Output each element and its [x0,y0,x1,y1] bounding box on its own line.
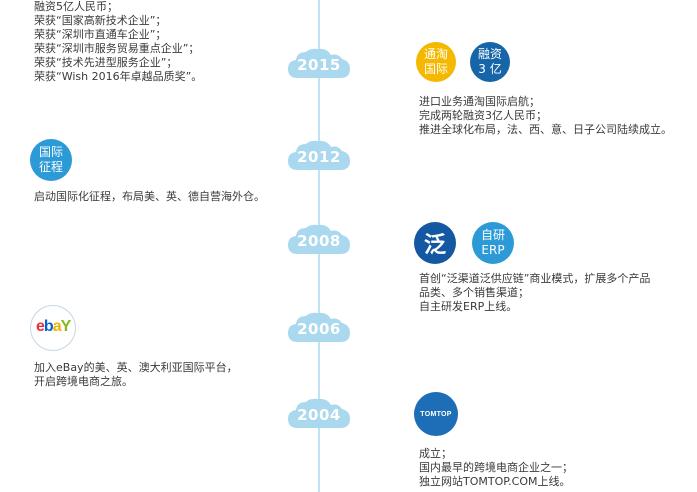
text-2008: 首创“泛渠道泛供应链”商业模式，扩展多个产品 品类、多个销售渠道； 自主研发ER… [419,272,651,313]
top-line: 荣获“深圳市服务贸易重点企业”； [34,42,200,55]
top-line: 荣获“Wish 2016年卓越品质奖”。 [34,70,203,83]
text-2006: 加入eBay的美、英、澳大利亚国际平台， 开启跨境电商之旅。 [34,361,238,388]
year-label: 2006 [297,320,341,338]
text-2004: 成立； 国内最早的跨境电商企业之一； 独立网站TOMTOP.COM上线。 [419,447,573,488]
year-label: 2015 [297,56,341,74]
tomtop-logo: TOMTOP [420,410,452,418]
text-2015: 进口业务通淘国际启航； 完成两轮融资3亿人民币； 推进全球化布局，法、西、意、日… [419,95,672,136]
top-line: 融资5亿人民币； [34,0,118,13]
badge-international: 国际 征程 [30,139,72,181]
top-line: 荣获“技术先进型服务企业”； [34,56,178,69]
badge-financing: 融资 3 亿 [470,42,510,82]
top-line: 荣获“国家高新技术企业”； [34,14,167,27]
ebay-logo-circle: ebaY [30,305,76,351]
year-cloud-2015: 2015 [288,48,350,78]
year-label: 2004 [297,406,341,424]
cloud-icon [288,140,350,170]
top-text-block: 融资5亿人民币； 荣获“国家高新技术企业”； 荣获“深圳市直通车企业”； 荣获“… [34,0,202,84]
year-cloud-2004: 2004 [288,398,350,428]
year-cloud-2006: 2006 [288,312,350,342]
badge-erp: 自研 ERP [472,222,514,264]
year-cloud-2012: 2012 [288,140,350,170]
cloud-icon [288,312,350,342]
cloud-icon [288,398,350,428]
ebay-logo: ebaY [36,318,71,335]
badge-fan: 泛 [414,222,456,264]
year-cloud-2008: 2008 [288,224,350,254]
tomtop-logo-circle: TOMTOP [414,392,458,436]
cloud-icon [288,224,350,254]
top-line: 荣获“深圳市直通车企业”； [34,28,167,41]
cloud-icon [288,48,350,78]
text-2012: 启动国际化征程，布局美、英、德自营海外仓。 [34,190,265,203]
year-label: 2008 [297,232,341,250]
badge-tongtao: 通淘 国际 [416,42,456,82]
year-label: 2012 [297,148,341,166]
